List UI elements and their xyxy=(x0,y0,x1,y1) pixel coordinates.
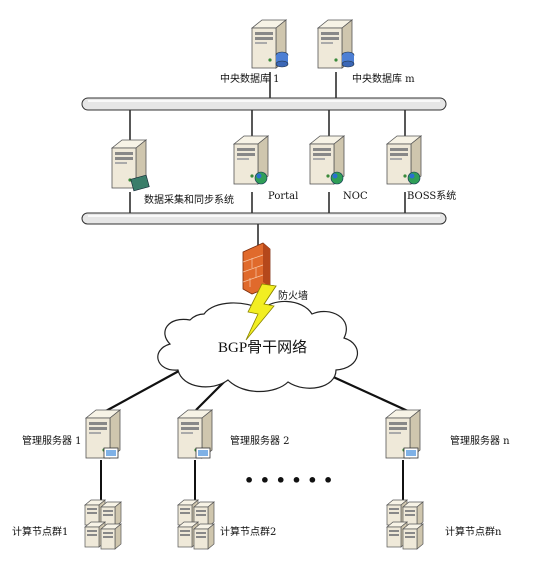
boss-label: BOSS系统 xyxy=(407,189,456,202)
manager-1-label: 管理服务器 1 xyxy=(22,434,82,447)
management-server-n: 管理服务器 n xyxy=(385,409,510,459)
bgp-backbone-cloud: BGP骨干网络 xyxy=(157,283,359,392)
central-db-1-label: 中央数据库 1 xyxy=(220,72,280,85)
globe-icon xyxy=(407,171,421,185)
top-network-bus xyxy=(81,97,447,111)
cloud-label: BGP骨干网络 xyxy=(218,339,307,356)
firewall: 防火墙 xyxy=(242,242,308,302)
compute-cluster-n: 计算节点群n xyxy=(387,500,502,549)
compute-cluster-1: 计算节点群1 xyxy=(12,500,121,549)
node-cluster-icon xyxy=(85,500,121,549)
manager-2-label: 管理服务器 2 xyxy=(230,434,290,447)
management-server-2: 管理服务器 2 xyxy=(177,409,290,459)
management-server-1: 管理服务器 1 xyxy=(22,409,121,459)
firewall-label: 防火墙 xyxy=(278,289,308,302)
middle-network-bus xyxy=(81,212,447,225)
compute-cluster-2: 计算节点群2 xyxy=(178,500,276,549)
cluster-n-label: 计算节点群n xyxy=(445,525,502,538)
boss-system: BOSS系统 xyxy=(386,135,456,202)
manager-n-label: 管理服务器 n xyxy=(450,434,510,447)
more-servers-ellipsis: • • • • • • xyxy=(244,471,333,490)
portal-system: Portal xyxy=(233,135,298,202)
data-collection-sync-system: 数据采集和同步系统 xyxy=(111,139,234,206)
node-cluster-icon xyxy=(387,500,423,549)
cluster-2-label: 计算节点群2 xyxy=(220,525,276,538)
central-db-m-label: 中央数据库 m xyxy=(352,72,415,85)
monitor-icon xyxy=(130,174,150,192)
central-db-1: 中央数据库 1 xyxy=(220,19,289,85)
sync-system-label: 数据采集和同步系统 xyxy=(144,193,234,206)
cluster-1-label: 计算节点群1 xyxy=(12,525,68,538)
portal-label: Portal xyxy=(268,191,298,202)
node-cluster-icon xyxy=(178,500,214,549)
globe-icon xyxy=(330,171,344,185)
noc-system: NOC xyxy=(309,135,368,202)
central-db-m: 中央数据库 m xyxy=(317,19,415,85)
globe-icon xyxy=(254,171,268,185)
noc-label: NOC xyxy=(343,191,368,202)
